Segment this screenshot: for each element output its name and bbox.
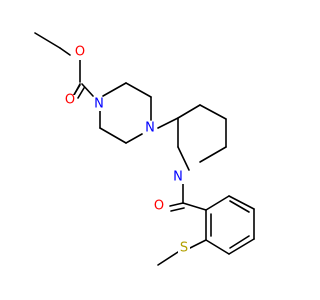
bond-carbamate-c-n (81, 83, 94, 97)
atom-o-amide-label: O (154, 199, 164, 214)
atom-o-ester: O (74, 45, 86, 60)
bond-piperidine-1 (177, 104, 201, 119)
bond-ethyl-ch3 (34, 32, 61, 49)
atom-labels: O O N N N O S (64, 45, 190, 256)
bond-amide-c-aryl (182, 202, 207, 211)
bond-piperazine-2 (125, 82, 152, 98)
bond-carbamate-co-2 (77, 87, 85, 99)
bond-piperidine-2 (199, 104, 227, 120)
bond-aryl-s (189, 239, 207, 249)
bond-piperazine-5 (99, 127, 127, 144)
atom-n-piperazine-4-label: N (145, 121, 155, 136)
atom-o-ester-label: O (75, 45, 85, 60)
bond-carbamate-co-1 (73, 83, 81, 96)
bond-benzene-5 (205, 239, 230, 255)
atom-o-carbonyl: O (64, 93, 76, 109)
bonds (34, 32, 255, 266)
atom-o-amide: O (153, 199, 165, 214)
atom-n-piperidine-label: N (173, 170, 183, 185)
atom-n-piperazine-4: N (144, 121, 156, 136)
atom-n-piperazine-1: N (93, 97, 105, 112)
bond-piperazine-piperidine (157, 117, 179, 129)
atom-s: S (178, 241, 190, 256)
bond-ethyl-ch2-o (59, 47, 71, 56)
bond-benzene-2 (228, 195, 255, 210)
bond-amide-co-1 (169, 202, 184, 207)
atom-n-piperidine: N (172, 170, 184, 185)
bond-benzene-inner-1 (229, 200, 250, 213)
atom-s-label: S (180, 241, 188, 256)
bond-s-ch3 (157, 251, 179, 266)
bond-piperazine-1 (102, 82, 127, 97)
atom-o-carbonyl-label: O (65, 93, 75, 108)
bond-piperidine-5 (177, 146, 190, 171)
bond-benzene-inner-2 (229, 235, 250, 249)
atom-n-piperazine-1-label: N (94, 97, 104, 112)
bond-piperazine-4 (125, 133, 143, 144)
bond-piperidine-4 (199, 146, 227, 163)
bond-benzene-4 (228, 238, 255, 255)
bond-benzene-1 (205, 195, 230, 211)
bond-amide-co-2 (170, 207, 185, 212)
chemical-structure: O O N N N O S (34, 32, 255, 266)
